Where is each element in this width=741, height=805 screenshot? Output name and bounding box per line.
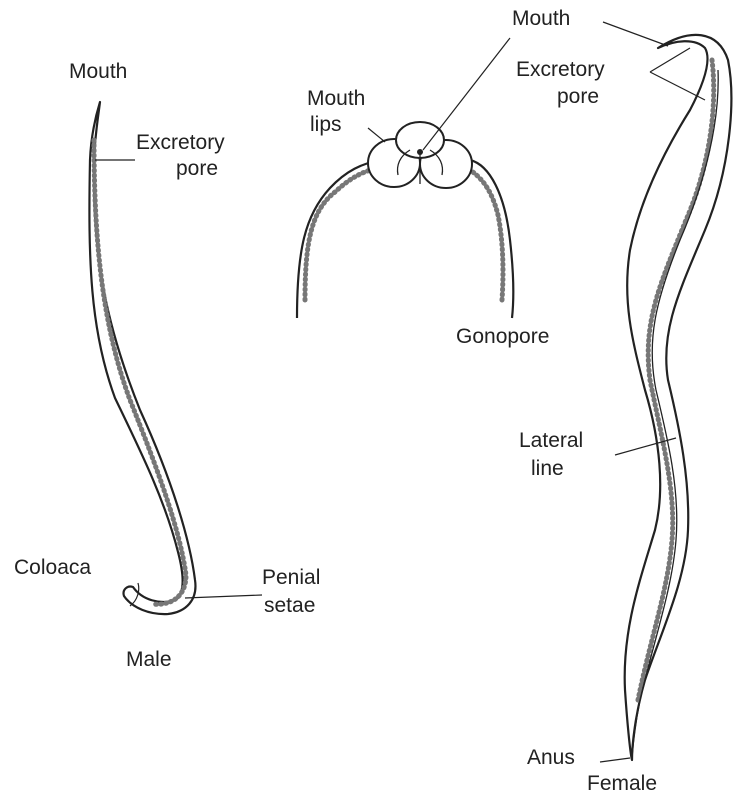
leader-female-excretory-a <box>650 48 690 72</box>
leader-male-setae <box>185 595 262 598</box>
label-male-excretory-1: Excretory <box>136 131 225 155</box>
label-head-gonopore: Gonopore <box>456 325 549 349</box>
leader-female-excretory-b <box>650 72 705 100</box>
label-male-excretory-2: pore <box>176 157 218 181</box>
mouth-opening <box>417 149 423 155</box>
leader-female-mouth <box>603 22 668 46</box>
title-female: Female <box>587 772 657 796</box>
female-worm <box>625 35 732 760</box>
title-male: Male <box>126 648 172 672</box>
label-male-setae-2: setae <box>264 594 315 618</box>
label-head-mouth-1: Mouth <box>307 87 365 111</box>
label-female-anus: Anus <box>527 746 575 770</box>
label-head-mouth-2: lips <box>310 113 342 137</box>
label-female-lateral-2: line <box>531 457 564 481</box>
label-male-cloaca: Coloaca <box>14 556 91 580</box>
leader-head-lips <box>368 128 385 142</box>
label-female-excretory-2: pore <box>557 85 599 109</box>
label-female-mouth: Mouth <box>512 7 570 31</box>
label-male-setae-1: Penial <box>262 566 320 590</box>
leader-female-anus <box>600 758 630 762</box>
label-female-excretory-1: Excretory <box>516 58 605 82</box>
label-male-mouth: Mouth <box>69 60 127 84</box>
label-female-lateral-1: Lateral <box>519 429 583 453</box>
leader-head-mouth <box>423 38 510 150</box>
female-body-outline <box>625 35 732 760</box>
head-closeup <box>297 122 513 318</box>
